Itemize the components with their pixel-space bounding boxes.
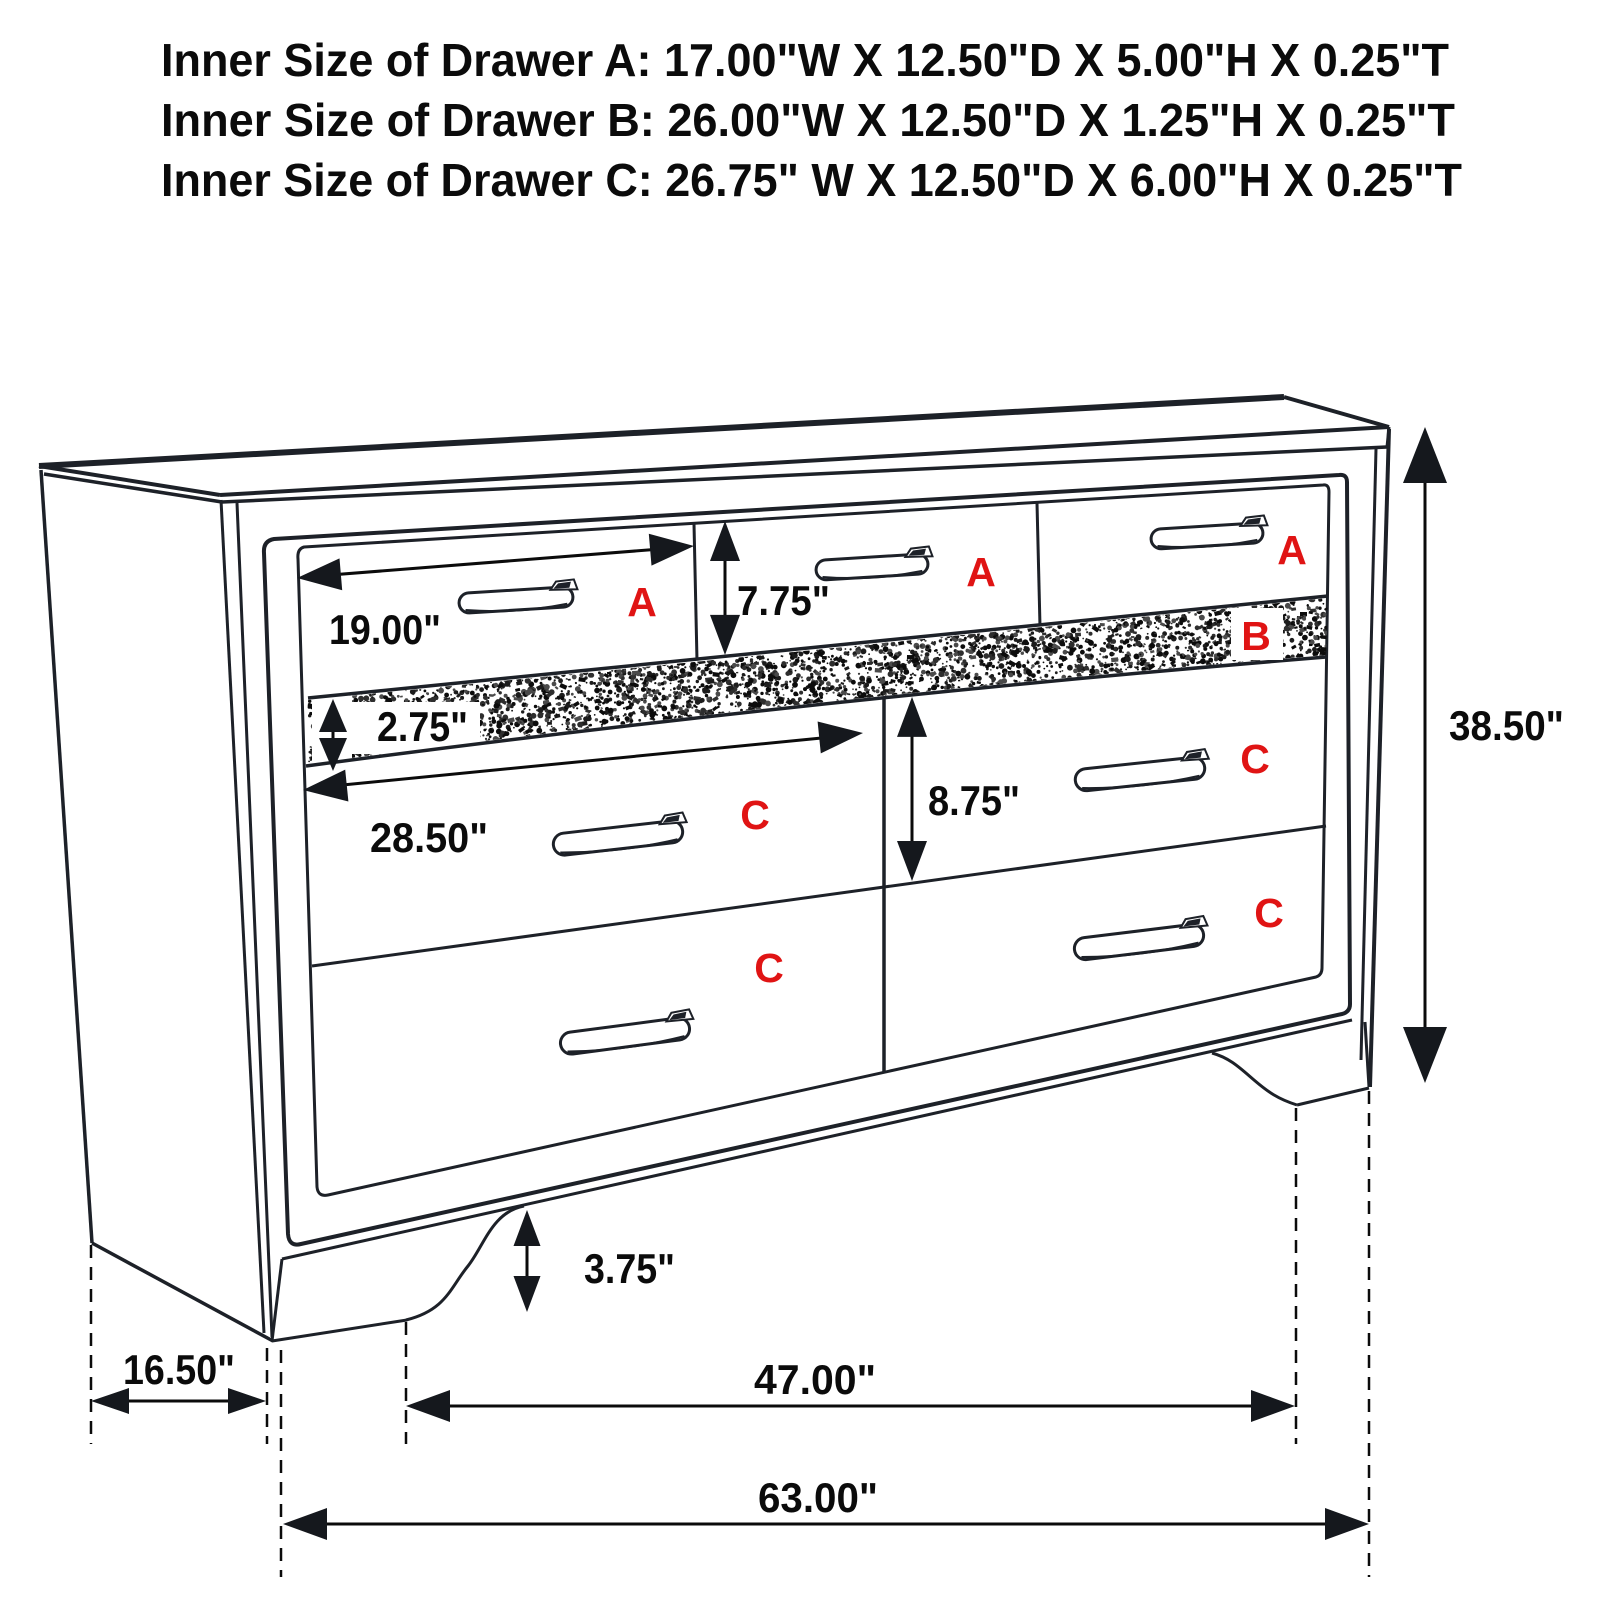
svg-text:C: C <box>740 792 770 838</box>
svg-text:2.75": 2.75" <box>377 703 468 750</box>
svg-text:3.75": 3.75" <box>584 1245 675 1292</box>
svg-text:C: C <box>1254 890 1284 936</box>
svg-text:28.50": 28.50" <box>370 814 488 861</box>
svg-text:19.00": 19.00" <box>329 606 441 653</box>
svg-text:Inner Size of Drawer A: 17.00": Inner Size of Drawer A: 17.00"W X 12.50"… <box>161 34 1449 86</box>
svg-text:47.00": 47.00" <box>754 1356 876 1403</box>
svg-text:7.75": 7.75" <box>737 577 830 624</box>
svg-text:63.00": 63.00" <box>758 1474 878 1521</box>
svg-text:A: A <box>1277 527 1307 573</box>
svg-text:A: A <box>966 549 996 595</box>
svg-text:C: C <box>1240 736 1270 782</box>
svg-text:Inner Size of Drawer B: 26.00": Inner Size of Drawer B: 26.00"W X 12.50"… <box>161 94 1455 146</box>
svg-text:8.75": 8.75" <box>928 777 1020 824</box>
svg-text:A: A <box>627 579 657 625</box>
svg-text:16.50": 16.50" <box>123 1346 235 1393</box>
svg-text:Inner Size of Drawer C: 26.75": Inner Size of Drawer C: 26.75" W X 12.50… <box>161 154 1462 206</box>
svg-text:C: C <box>754 945 784 991</box>
svg-text:38.50": 38.50" <box>1449 702 1564 749</box>
svg-text:B: B <box>1241 613 1271 659</box>
